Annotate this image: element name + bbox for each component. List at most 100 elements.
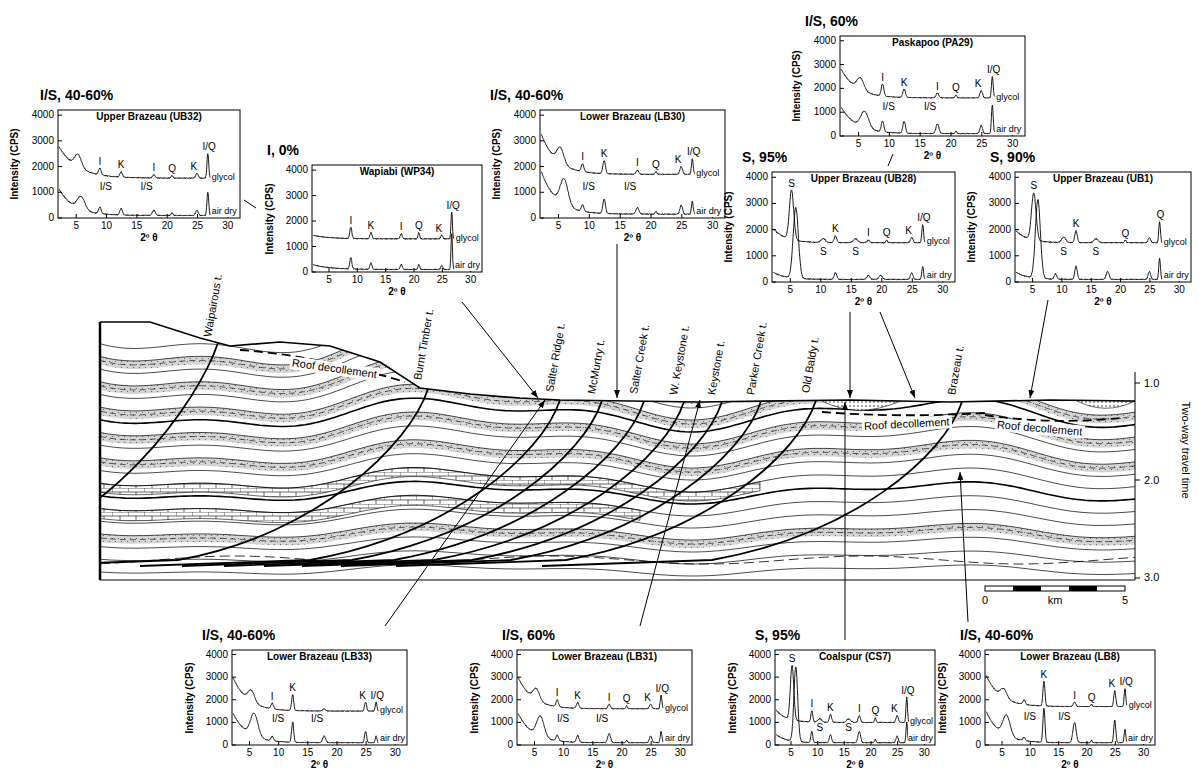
leader-line bbox=[1030, 300, 1048, 398]
peak-label: I bbox=[857, 703, 862, 714]
peak-label: I/Q bbox=[201, 141, 216, 152]
axis-tick bbox=[1120, 278, 1121, 282]
tick-label: 1000 bbox=[930, 716, 981, 728]
axis-tick bbox=[414, 268, 415, 272]
thrust-name: McMurtry t. bbox=[585, 339, 607, 395]
xrd-trace bbox=[313, 234, 454, 270]
peak-label: K bbox=[1108, 678, 1117, 689]
axis-tick bbox=[106, 214, 107, 218]
tick-label: 10 bbox=[273, 747, 284, 759]
peak-label: K bbox=[831, 223, 840, 234]
trace-label: glycol bbox=[910, 716, 933, 727]
axis-number: 2.0 bbox=[1144, 473, 1159, 487]
tick-label: 15 bbox=[302, 747, 313, 759]
tick-label: 3000 bbox=[462, 671, 513, 683]
tick-label: 30 bbox=[390, 747, 401, 759]
axis-tick bbox=[820, 278, 821, 282]
axis-tick bbox=[197, 214, 198, 218]
tick-label: 10 bbox=[352, 274, 363, 286]
tick-label: 0 bbox=[462, 739, 513, 751]
trace-label: glycol bbox=[1129, 700, 1152, 711]
tick-label: 30 bbox=[1138, 747, 1149, 759]
tick-label: 30 bbox=[465, 274, 476, 286]
axis-tick bbox=[681, 214, 682, 218]
plot-frame bbox=[540, 110, 725, 218]
clay-heading: I/S, 60% bbox=[502, 627, 555, 643]
tick-label: 0 bbox=[177, 739, 228, 751]
peak-label: I bbox=[880, 72, 885, 83]
sample-name: Lower Brazeau (LB30) bbox=[578, 111, 687, 123]
tick-label: 25 bbox=[437, 274, 448, 286]
axis-title: 2º θ bbox=[1094, 296, 1111, 308]
tick-label: 25 bbox=[976, 138, 987, 150]
tick-label: 5 bbox=[326, 274, 332, 286]
axis-tick bbox=[1135, 480, 1140, 481]
tick-label: 10 bbox=[1025, 747, 1036, 759]
peak-label: I bbox=[935, 81, 940, 92]
axis-tick bbox=[58, 115, 62, 116]
tick-label: 2000 bbox=[3, 161, 54, 173]
trace-label: air dry bbox=[455, 260, 480, 271]
tick-label: 15 bbox=[131, 220, 142, 232]
tick-label: 25 bbox=[646, 747, 657, 759]
tick-label: 2000 bbox=[717, 224, 768, 236]
plot-frame bbox=[775, 650, 935, 745]
axis-title: 2º θ bbox=[846, 759, 863, 771]
stratum-line bbox=[100, 565, 1135, 576]
stratum-line bbox=[100, 412, 1135, 444]
tick-label: 3000 bbox=[720, 671, 771, 683]
thrust-fault bbox=[396, 400, 816, 566]
tick-label: 5 bbox=[73, 220, 79, 232]
tick-label: 2000 bbox=[930, 694, 981, 706]
peak-label: Q bbox=[1156, 209, 1166, 220]
tick-label: 20 bbox=[408, 274, 419, 286]
thrust-name: W. Keystone t. bbox=[667, 324, 692, 396]
tick-label: 10 bbox=[884, 138, 895, 150]
axis-title: 2º θ bbox=[1061, 759, 1078, 771]
xrd-trace bbox=[59, 189, 210, 216]
tick-label: 1000 bbox=[177, 716, 228, 728]
axis-tick bbox=[651, 214, 652, 218]
xrd-panel: I/S, 40-60%Upper Brazeau (UB32)Intensity… bbox=[3, 86, 250, 260]
tick-label: 2000 bbox=[177, 694, 228, 706]
leader-line bbox=[617, 244, 618, 398]
xrd-trace bbox=[518, 677, 663, 709]
decollement-label: Roof decollement bbox=[862, 415, 952, 433]
thrust-name: Old Baldy t. bbox=[799, 336, 822, 394]
axis-tick bbox=[790, 278, 791, 282]
axis-tick bbox=[563, 741, 564, 745]
xrd-panel: I/S, 60%Lower Brazeau (LB31)Intensity (C… bbox=[462, 626, 702, 781]
scale-label: 0 bbox=[982, 594, 988, 607]
peak-label: I/Q bbox=[916, 212, 931, 223]
sample-name: Upper Brazeau (UB28) bbox=[809, 173, 919, 185]
trace-label: glycol bbox=[456, 233, 479, 244]
axis-tick bbox=[540, 115, 544, 116]
axis-tick bbox=[442, 268, 443, 272]
peak-label: K bbox=[600, 148, 609, 159]
peak-label: K bbox=[900, 77, 909, 88]
sample-name: Lower Brazeau (LB33) bbox=[265, 651, 374, 663]
tick-label: 20 bbox=[645, 220, 656, 232]
peak-label: K bbox=[904, 225, 913, 236]
tick-label: 3000 bbox=[485, 135, 536, 147]
peak-label: I bbox=[607, 692, 612, 703]
axis-tick bbox=[1015, 282, 1019, 283]
scale-bar bbox=[1069, 586, 1097, 591]
xrd-trace bbox=[313, 212, 454, 239]
axis-tick bbox=[312, 195, 316, 196]
axis-tick bbox=[1015, 255, 1019, 256]
tick-label: 30 bbox=[919, 747, 930, 759]
tick-label: 4000 bbox=[462, 649, 513, 661]
axis-title: 2º θ bbox=[855, 296, 872, 308]
peak-label: Q bbox=[870, 705, 880, 716]
xrd-trace bbox=[518, 713, 663, 743]
tick-label: 3000 bbox=[717, 197, 768, 209]
stratum-line bbox=[100, 537, 1135, 552]
axis-tick bbox=[592, 741, 593, 745]
axis-tick bbox=[589, 214, 590, 218]
axis-tick bbox=[1061, 278, 1062, 282]
axis-tick bbox=[772, 229, 776, 230]
thrust-name: Brazeau t. bbox=[945, 344, 967, 396]
thrust-name: Parker Creek t. bbox=[744, 321, 770, 396]
